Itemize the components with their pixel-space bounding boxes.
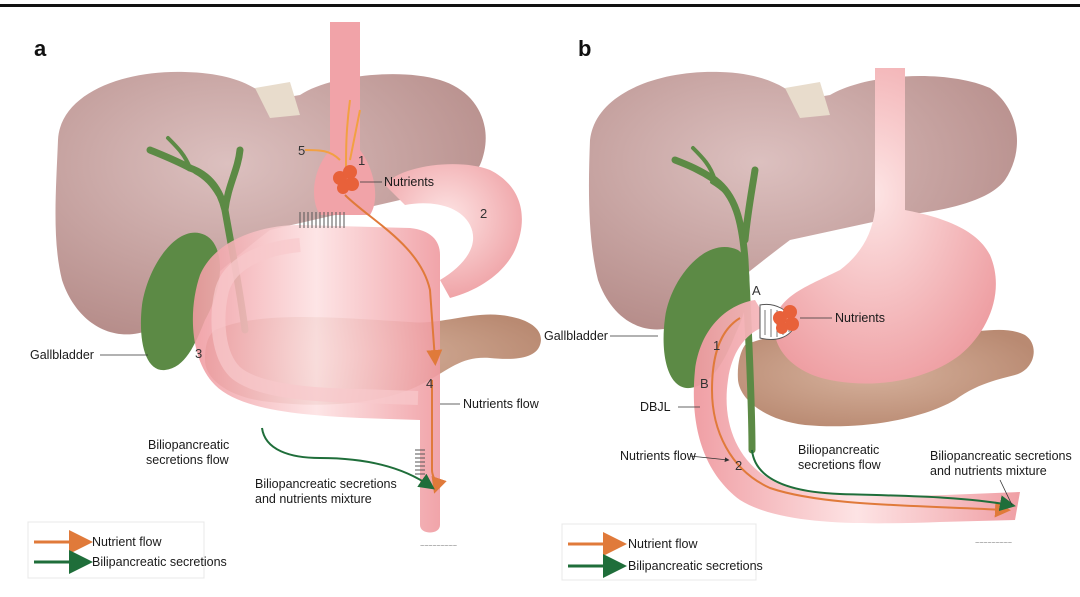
artist-signature-a: ~~~~~~~~~ bbox=[420, 543, 457, 550]
marker-2-a: 2 bbox=[480, 206, 487, 221]
marker-3-a: 3 bbox=[195, 346, 202, 361]
gallbladder-a bbox=[140, 232, 220, 371]
marker-1-b: 1 bbox=[713, 338, 720, 353]
bilio-arrow-b bbox=[751, 449, 1016, 512]
remnant-stomach-a bbox=[385, 164, 522, 298]
legend-a: Nutrient flow Bilipancreatic secretions bbox=[27, 521, 227, 579]
legend-box-b bbox=[561, 523, 757, 581]
label-nutrients-flow-a: Nutrients flow bbox=[463, 397, 540, 411]
leader-nutrients-flow-b bbox=[689, 455, 730, 463]
nutrient-arrow-b bbox=[710, 317, 1011, 518]
marker-4-a: 4 bbox=[426, 376, 433, 391]
bile-duct-b bbox=[671, 146, 759, 454]
label-mixture-b-2: and nutrients mixture bbox=[930, 464, 1047, 478]
nutrients-blob-b bbox=[773, 305, 799, 334]
label-bp-flow-b-2: secretions flow bbox=[798, 458, 882, 472]
label-mixture-a-1: Biliopancreatic secretions bbox=[255, 477, 397, 491]
label-gallbladder-a: Gallbladder bbox=[30, 348, 94, 362]
panel-a: a bbox=[27, 22, 541, 579]
staple-line-a bbox=[299, 212, 425, 475]
label-bp-flow-a-1: Biliopancreatic bbox=[148, 438, 229, 452]
artist-signature-b: ~~~~~~~~~ bbox=[975, 540, 1012, 547]
marker-5-a: 5 bbox=[298, 143, 305, 158]
marker-A-b: A bbox=[752, 283, 761, 298]
marker-B-b: B bbox=[700, 376, 709, 391]
label-nutrients-flow-b: Nutrients flow bbox=[620, 449, 697, 463]
label-nutrients-b: Nutrients bbox=[835, 311, 885, 325]
esophagus-a bbox=[314, 22, 376, 215]
nutrient-arrow-a1 bbox=[344, 194, 443, 366]
gallbladder-b bbox=[663, 247, 750, 389]
marker-2-b: 2 bbox=[735, 458, 742, 473]
label-mixture-b-1: Biliopancreatic secretions bbox=[930, 449, 1072, 463]
legend-nutrient-label-a: Nutrient flow bbox=[92, 535, 162, 549]
legend-bilio-label-b: Bilipancreatic secretions bbox=[628, 559, 763, 573]
label-gallbladder-b: Gallbladder bbox=[544, 329, 608, 343]
stomach-b bbox=[774, 68, 996, 384]
alimentary-limb-a bbox=[192, 225, 440, 533]
legend-b: Nutrient flow Bilipancreatic secretions bbox=[561, 523, 763, 581]
vagal-branches-a bbox=[304, 99, 361, 171]
label-dbjl-b: DBJL bbox=[640, 400, 671, 414]
liver-b-ligament bbox=[785, 82, 830, 118]
bilio-arrow-a bbox=[261, 427, 435, 490]
legend-box-a bbox=[27, 521, 205, 579]
legend-bilio-label-a: Bilipancreatic secretions bbox=[92, 555, 227, 569]
top-rule bbox=[0, 4, 1080, 7]
leader-mixture-b bbox=[999, 479, 1013, 506]
label-mixture-a-2: and nutrients mixture bbox=[255, 492, 372, 506]
panel-a-letter: a bbox=[34, 36, 47, 61]
label-bp-flow-a-2: secretions flow bbox=[146, 453, 230, 467]
nutrients-blob-a bbox=[333, 165, 359, 194]
panel-b-letter: b bbox=[578, 36, 591, 61]
label-nutrients-a: Nutrients bbox=[384, 175, 434, 189]
legend-nutrient-label-b: Nutrient flow bbox=[628, 537, 698, 551]
label-bp-flow-b-1: Biliopancreatic bbox=[798, 443, 879, 457]
panel-b: b bbox=[544, 36, 1072, 581]
marker-1-a: 1 bbox=[358, 153, 365, 168]
